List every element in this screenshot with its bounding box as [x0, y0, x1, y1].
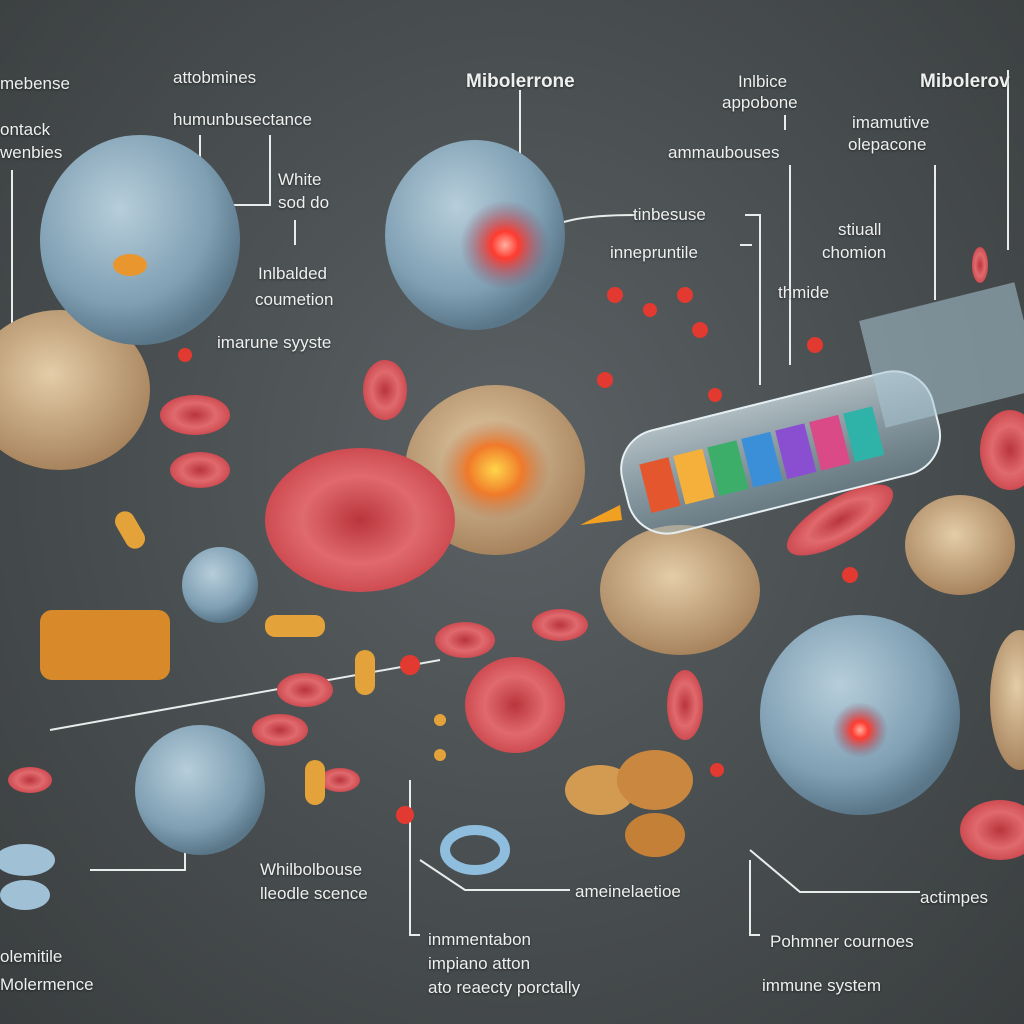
label-olemitile-2: Molermence	[0, 975, 94, 994]
tissue-clusters	[0, 310, 1024, 857]
label-whilbolbouse-1: Whilbolbouse	[260, 860, 363, 879]
label-white-2: sod do	[278, 193, 330, 212]
label-membense: mebense	[0, 74, 70, 93]
label-immutive-1: imamutive	[852, 113, 930, 132]
label-inmmentation-3: ato reaecty porctally	[428, 978, 581, 997]
label-white-1: White	[278, 170, 322, 189]
label-immune-syste: imarune syyste	[217, 333, 332, 352]
label-contack-2: wenbies	[0, 143, 63, 162]
label-inmmentation-1: inmmentabon	[428, 930, 532, 949]
red-blood-cells	[8, 247, 1024, 860]
capsule-tube	[580, 282, 1024, 535]
label-attobmines: attobmines	[173, 68, 257, 87]
label-thmide: thmide	[778, 283, 830, 302]
label-contack-1: ontack	[0, 120, 51, 139]
label-stiuall-1: stiuall	[838, 220, 882, 239]
title-label-left: Mibolerrone	[466, 71, 575, 92]
title-label-right: Mibolerov	[920, 71, 1010, 92]
label-inlbice-1: Inlbice	[738, 72, 788, 91]
label-amenelaction: ameinelaetioe	[575, 882, 681, 901]
leader-lines	[11, 70, 1009, 936]
label-stiuall-2: chomion	[822, 243, 887, 262]
label-inlbalded-1: Inlbalded	[258, 264, 328, 283]
label-immutive-2: olepacone	[848, 135, 927, 154]
label-ammaubouses: ammaubouses	[668, 143, 780, 162]
label-inlbice-2: appobone	[722, 93, 798, 112]
label-whilbolbouse-2: lleodle scence	[260, 884, 368, 903]
label-inmmentation-2: impiano atton	[428, 954, 531, 973]
label-immune-system: immune system	[762, 976, 882, 995]
label-olemitile-1: olemitile	[0, 947, 63, 966]
label-pohmner: Pohmner cournoes	[770, 932, 914, 951]
label-innepritnile: innepruntile	[610, 243, 698, 262]
white-blood-cells	[0, 135, 960, 910]
particles	[40, 287, 858, 824]
label-tinbesuse: tinbesuse	[633, 205, 706, 224]
label-inlbalded-2: coumetion	[255, 290, 334, 309]
label-humunbuse: humunbusectance	[173, 110, 312, 129]
label-actimpes: actimpes	[920, 888, 989, 907]
